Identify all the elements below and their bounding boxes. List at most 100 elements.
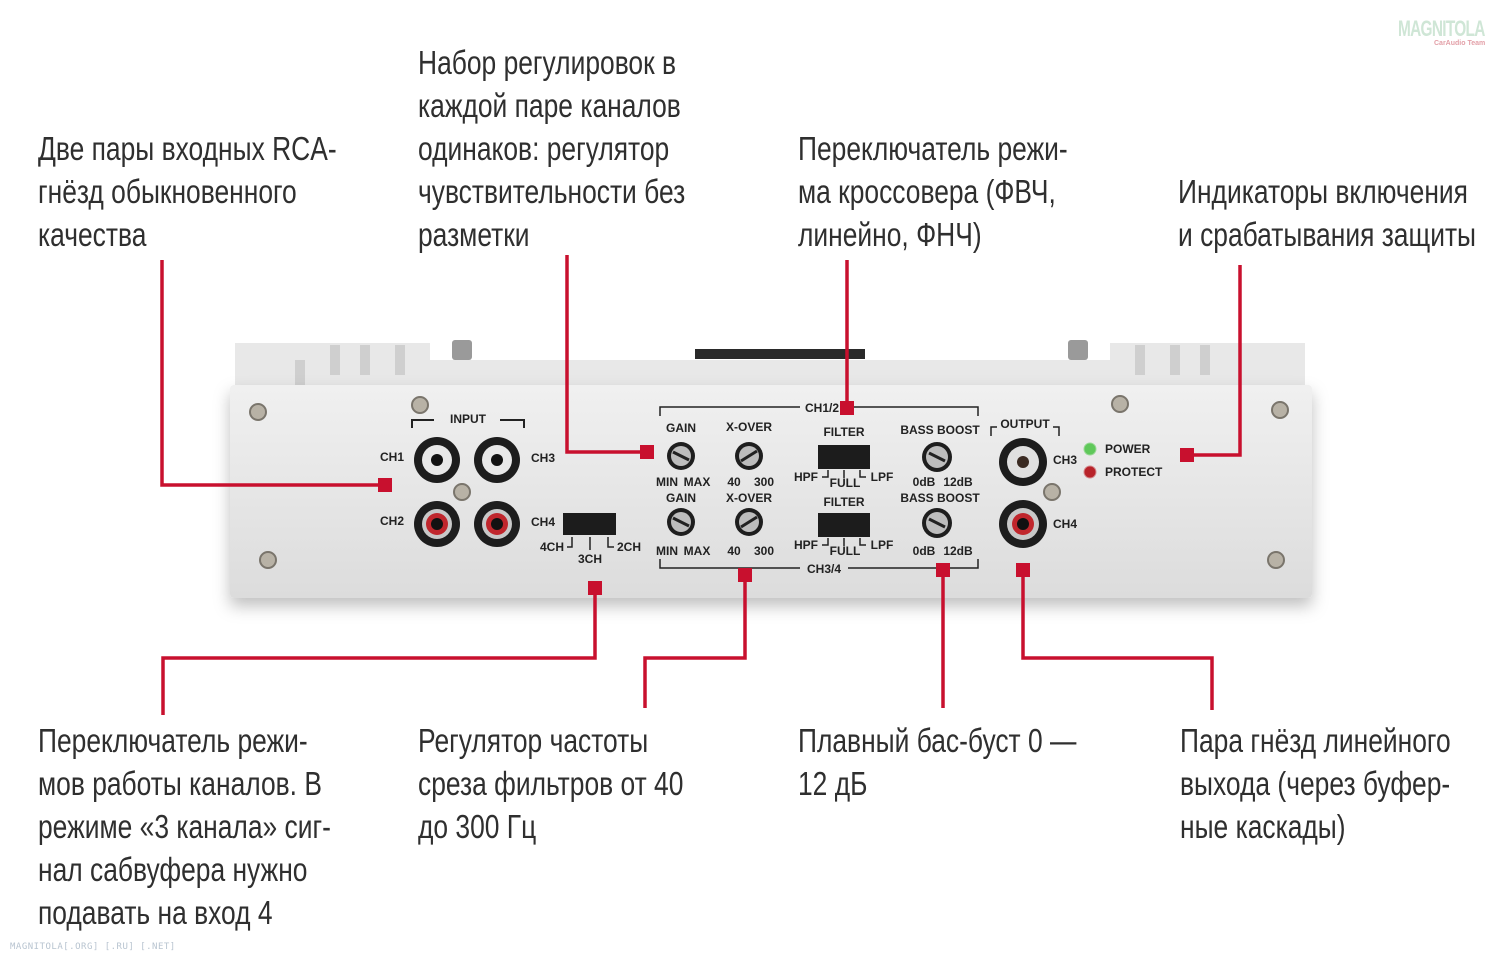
rca-output-ch4[interactable] xyxy=(999,500,1047,548)
caption-line: режиме «3 канала» сиг- xyxy=(38,808,331,845)
gain-label: GAIN xyxy=(666,421,696,435)
db12-label: 12dB xyxy=(943,544,973,558)
heatsink-bar xyxy=(695,349,865,359)
output-ch4-label: CH4 xyxy=(1053,517,1077,531)
caption-line-out: Пара гнёзд линейного выхода (через буфер… xyxy=(1180,719,1451,848)
caption-mode-switch: Переключатель режи- мов работы каналов. … xyxy=(38,719,331,934)
output-ch3-label: CH3 xyxy=(1053,453,1077,467)
caption-line: Регулятор частоты xyxy=(418,722,649,759)
caption-line: мов работы каналов. В xyxy=(38,765,322,802)
callout-lines xyxy=(160,255,1242,715)
callout-output xyxy=(1021,570,1214,710)
hpf-label: HPF xyxy=(794,538,818,552)
lpf-label: LPF xyxy=(871,470,894,484)
mode-2ch-label: 2CH xyxy=(617,540,641,554)
freq-40-label: 40 xyxy=(727,475,741,489)
caption-line: разметки xyxy=(418,216,530,253)
freq-300-label: 300 xyxy=(754,475,774,489)
lpf-label: LPF xyxy=(871,538,894,552)
caption-line: до 300 Гц xyxy=(418,808,537,845)
caption-line: ма кроссовера (ФВЧ, xyxy=(798,173,1056,210)
gain-knob-ch34[interactable] xyxy=(667,508,695,536)
caption-line: подавать на вход 4 xyxy=(38,894,273,931)
caption-line: гнёзд обыкновенного xyxy=(38,173,297,210)
gain-knob-ch12[interactable] xyxy=(667,442,695,470)
magnitola-logo: MAGNITOLA CarAudio Team xyxy=(1398,16,1488,52)
max-label: MAX xyxy=(684,544,711,558)
output-label: OUTPUT xyxy=(1000,417,1050,431)
hpf-label: HPF xyxy=(794,470,818,484)
filter-label: FILTER xyxy=(823,495,864,509)
callout-markers xyxy=(378,401,1194,595)
full-label: FULL xyxy=(830,476,861,490)
protect-led-icon xyxy=(1083,465,1097,479)
caption-bass-boost: Плавный бас-буст 0 — 12 дБ xyxy=(798,719,1076,805)
db12-label: 12dB xyxy=(943,475,973,489)
caption-line: Две пары входных RCA- xyxy=(38,130,337,167)
caption-line: каждой паре каналов xyxy=(418,87,681,124)
max-label: MAX xyxy=(684,475,711,489)
rca-input-ch2[interactable] xyxy=(414,501,460,547)
gain-label: GAIN xyxy=(666,491,696,505)
filter-switch-ch12[interactable] xyxy=(818,445,870,469)
heatsink-fins xyxy=(235,343,1305,385)
caption-line: 12 дБ xyxy=(798,765,868,802)
caption-line: ные каскады) xyxy=(1180,808,1346,845)
caption-line: одинаков: регулятор xyxy=(418,130,670,167)
caption-line: и срабатывания защиты xyxy=(1178,216,1477,253)
rca-input-ch3[interactable] xyxy=(474,437,520,483)
caption-controls: Набор регулировок в каждой паре каналов … xyxy=(418,41,685,256)
freq-300-label: 300 xyxy=(754,544,774,558)
bass-boost-knob-ch34[interactable] xyxy=(922,508,952,538)
caption-line: выхода (через буфер- xyxy=(1180,765,1451,802)
min-label: MIN xyxy=(656,475,678,489)
caption-crossover-switch: Переключатель режи- ма кроссовера (ФВЧ, … xyxy=(798,127,1068,256)
caption-inputs: Две пары входных RCA- гнёзд обыкновенног… xyxy=(38,127,337,256)
full-label: FULL xyxy=(830,544,861,558)
caption-line: качества xyxy=(38,216,147,253)
caption-line: нал сабвуфера нужно xyxy=(38,851,308,888)
xover-label: X-OVER xyxy=(726,491,772,505)
post xyxy=(452,340,472,360)
ch2-label: CH2 xyxy=(380,514,404,528)
ch4-label: CH4 xyxy=(531,515,555,529)
logo-sub: CarAudio Team xyxy=(1434,40,1486,47)
post xyxy=(1068,340,1088,360)
caption-line: Плавный бас-буст 0 — xyxy=(798,722,1077,759)
ch3-label: CH3 xyxy=(531,451,555,465)
callout-inputs xyxy=(160,260,385,487)
ch1-label: CH1 xyxy=(380,450,404,464)
callout-xover xyxy=(643,575,747,708)
ch34-label: CH3/4 xyxy=(807,562,841,576)
xover-label: X-OVER xyxy=(726,420,772,434)
xover-knob-ch12[interactable] xyxy=(735,442,763,470)
rca-input-ch1[interactable] xyxy=(414,437,460,483)
callout-indicators xyxy=(1187,265,1242,457)
bass-boost-knob-ch12[interactable] xyxy=(922,442,952,472)
watermark: MAGNITOLA[.ORG] [.RU] [.NET] xyxy=(10,942,176,952)
caption-line: Набор регулировок в xyxy=(418,44,677,81)
min-label: MIN xyxy=(656,544,678,558)
filter-label: FILTER xyxy=(823,425,864,439)
caption-line: Индикаторы включения xyxy=(1178,173,1468,210)
callout-gain xyxy=(565,255,647,454)
rca-output-ch3[interactable] xyxy=(999,438,1047,486)
logo-main: MAGNITOLA xyxy=(1398,16,1485,41)
bass-boost-label: BASS BOOST xyxy=(900,491,980,505)
mode-3ch-label: 3CH xyxy=(578,552,602,566)
channel-mode-switch[interactable] xyxy=(563,513,616,535)
xover-knob-ch34[interactable] xyxy=(735,508,763,536)
caption-xover-knob: Регулятор частоты среза фильтров от 40 д… xyxy=(418,719,683,848)
caption-line: Переключатель режи- xyxy=(798,130,1068,167)
rca-input-ch4[interactable] xyxy=(474,501,520,547)
db0-label: 0dB xyxy=(913,544,936,558)
caption-line: линейно, ФНЧ) xyxy=(798,216,982,253)
filter-switch-ch34[interactable] xyxy=(818,513,870,537)
caption-line: Переключатель режи- xyxy=(38,722,308,759)
ch12-label: CH1/2 xyxy=(805,401,839,415)
input-label: INPUT xyxy=(450,412,487,426)
mode-4ch-label: 4CH xyxy=(540,540,564,554)
screws xyxy=(249,395,1289,569)
caption-indicators: Индикаторы включения и срабатывания защи… xyxy=(1178,170,1476,256)
caption-line: Пара гнёзд линейного xyxy=(1180,722,1451,759)
